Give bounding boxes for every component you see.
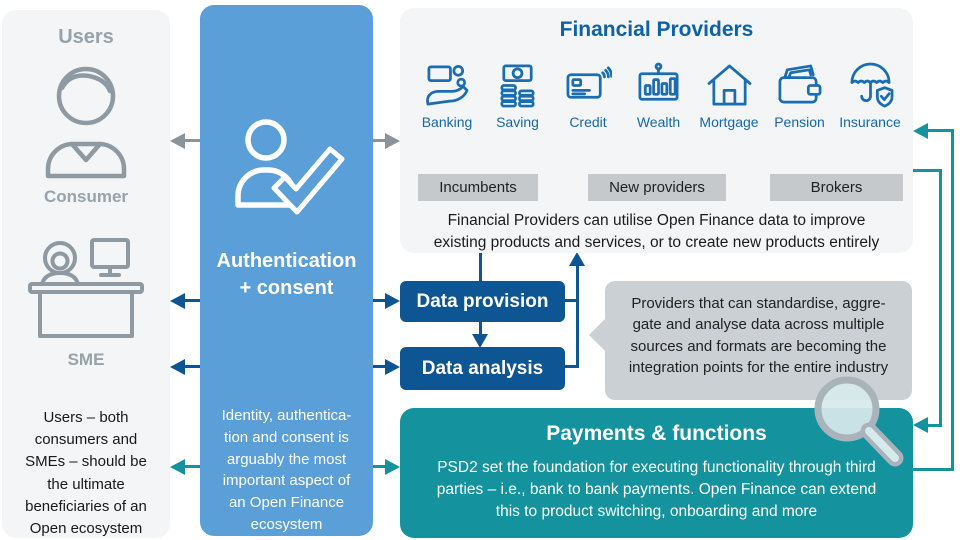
mortgage-icon <box>707 64 751 106</box>
saving-icon <box>500 64 535 108</box>
category-label: Wealth <box>636 114 681 130</box>
authentication-title: Authentication + consent <box>216 250 357 299</box>
magnifier-icon <box>814 376 904 467</box>
sme-person-desk-icon <box>28 238 144 338</box>
category-label: Mortgage <box>699 114 759 130</box>
category-label: Banking <box>421 114 473 130</box>
users-panel-title: Users <box>58 26 114 48</box>
arrow-users-payments-left-head <box>170 459 185 475</box>
category-saving: Saving <box>485 62 551 130</box>
line-feedback-vertical <box>576 265 579 368</box>
provider-type-new-providers: New providers <box>588 174 726 201</box>
line-payments-to-providers-bottom <box>913 468 953 471</box>
consumer-person-icon <box>45 66 127 179</box>
line-analysis-feedback <box>565 365 579 368</box>
arrow-users-payments-right-head <box>385 459 400 475</box>
payments-note: PSD2 set the foundation for executing fu… <box>436 459 877 520</box>
line-providers-to-provision <box>479 253 482 281</box>
pension-icon <box>778 64 822 104</box>
arrow-provision-to-analysis-head <box>472 334 488 348</box>
line-providers-to-payments-top <box>913 169 942 172</box>
category-insurance: Insurance <box>837 62 903 130</box>
line-provision-to-analysis <box>479 322 482 337</box>
category-pension: Pension <box>767 62 833 130</box>
arrow-users-providers-right-head <box>385 133 400 149</box>
provider-type-incumbents: Incumbents <box>418 174 538 201</box>
consumer-label: Consumer <box>43 187 129 206</box>
category-credit: Credit <box>555 62 621 130</box>
sme-label: SME <box>67 350 105 369</box>
category-label: Saving <box>496 114 539 130</box>
payments-title: Payments & functions <box>546 422 767 445</box>
category-banking: Banking <box>414 62 480 130</box>
arrow-feedback-to-providers-head <box>569 252 585 266</box>
authentication-note: Identity, authentica- tion and consent i… <box>221 407 352 533</box>
callout-tail <box>589 318 606 352</box>
category-mortgage: Mortgage <box>696 62 762 130</box>
banking-icon <box>425 65 468 106</box>
wealth-icon <box>638 62 679 101</box>
category-wealth: Wealth <box>626 62 692 130</box>
category-label: Insurance <box>839 114 901 130</box>
credit-icon <box>566 66 612 99</box>
insurance-icon <box>850 62 893 108</box>
category-label: Credit <box>569 114 607 130</box>
financial-providers-title: Financial Providers <box>559 18 754 41</box>
line-payments-to-providers-top <box>927 129 954 132</box>
financial-providers-note: Financial Providers can utilise Open Fin… <box>433 212 880 251</box>
data-provision-box: Data provision <box>400 281 565 322</box>
category-label: Pension <box>774 114 825 130</box>
users-panel: Users Consumer SME Users – both consumer… <box>2 10 170 538</box>
data-analysis-box: Data analysis <box>400 347 565 390</box>
provider-type-brokers: Brokers <box>770 174 903 201</box>
line-provision-feedback <box>565 299 579 302</box>
arrow-users-providers-left-head <box>170 133 185 149</box>
arrow-providers-to-payments-head <box>913 417 928 433</box>
aggregators-callout: Providers that can standardise, aggre- g… <box>605 281 912 400</box>
line-providers-to-payments-bottom <box>927 424 941 427</box>
line-providers-to-payments-vertical <box>939 169 942 427</box>
financial-providers-panel: Financial Providers Banking <box>400 8 913 253</box>
arrow-users-provision-left-head <box>170 293 185 309</box>
person-check-icon <box>235 119 345 215</box>
arrow-users-provision-right-head <box>385 293 400 309</box>
authentication-panel: Authentication + consent Identity, authe… <box>200 5 373 536</box>
arrow-payments-to-providers-head <box>913 123 928 139</box>
provider-category-row: Banking Saving <box>414 62 903 130</box>
line-payments-to-providers-vertical <box>951 129 954 471</box>
aggregators-callout-text: Providers that can standardise, aggre- g… <box>628 295 889 376</box>
arrow-users-analysis-right-head <box>385 359 400 375</box>
arrow-users-analysis-left-head <box>170 359 185 375</box>
users-note: Users – both consumers and SMEs – should… <box>25 409 147 537</box>
